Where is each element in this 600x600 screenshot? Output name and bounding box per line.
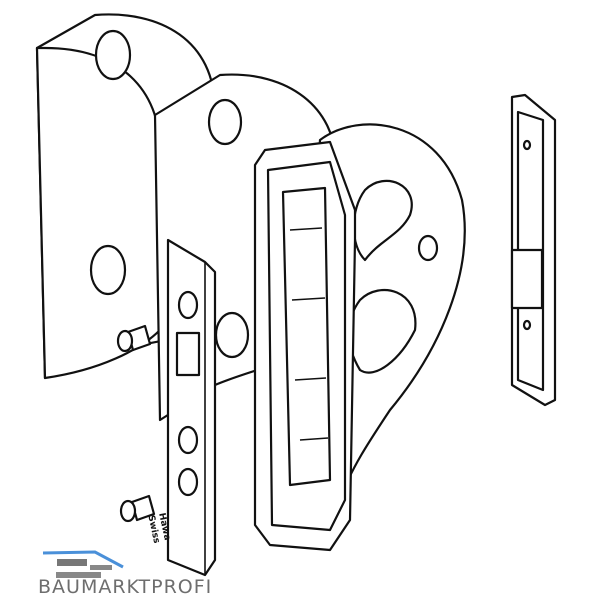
strike-plate xyxy=(510,93,557,407)
brand-logo-text: BAUMARKTPROFI xyxy=(38,576,213,598)
latch-body xyxy=(253,140,357,552)
logo-mark xyxy=(42,550,124,578)
screw-upper xyxy=(116,324,152,353)
screw-lower xyxy=(119,494,156,523)
face-plate xyxy=(166,238,217,577)
